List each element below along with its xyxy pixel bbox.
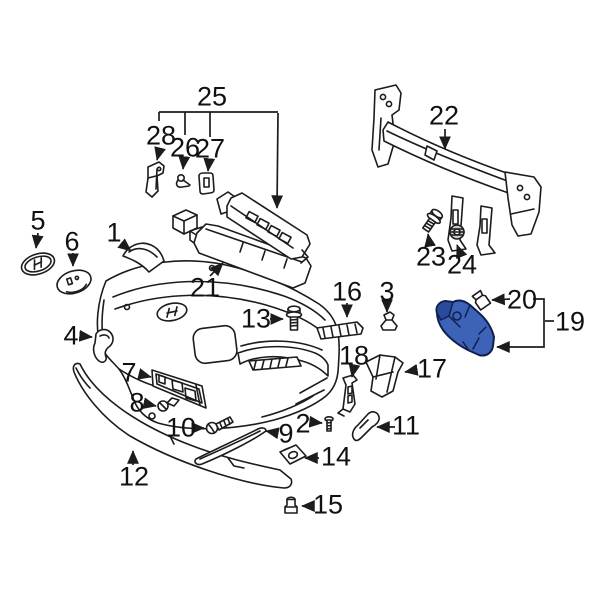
leader-27 bbox=[203, 157, 216, 172]
leader-25-bracket bbox=[158, 111, 278, 137]
callout-11[interactable]: 11 bbox=[391, 410, 421, 441]
part-clip-20[interactable] bbox=[471, 289, 492, 311]
callout-10[interactable]: 10 bbox=[165, 412, 197, 443]
callout-16[interactable]: 16 bbox=[331, 276, 363, 307]
part-air-guide-strip[interactable] bbox=[316, 321, 364, 340]
part-tow-hook-cover[interactable] bbox=[92, 328, 114, 364]
part-screw-2[interactable] bbox=[324, 415, 334, 432]
part-energy-absorber[interactable] bbox=[172, 209, 312, 289]
part-side-bracket-19-highlighted[interactable] bbox=[435, 299, 495, 357]
callout-14[interactable]: 14 bbox=[320, 441, 352, 472]
leader-17 bbox=[404, 364, 419, 376]
callout-15[interactable]: 15 bbox=[312, 489, 344, 520]
callout-24[interactable]: 24 bbox=[446, 249, 478, 280]
callout-1[interactable]: 1 bbox=[106, 217, 122, 248]
part-clip-nut-14[interactable] bbox=[279, 444, 307, 465]
callout-9[interactable]: 9 bbox=[278, 418, 294, 449]
callout-12[interactable]: 12 bbox=[118, 461, 150, 492]
callout-2[interactable]: 2 bbox=[295, 408, 311, 439]
part-bracket-18[interactable] bbox=[337, 374, 358, 417]
leader-8 bbox=[142, 397, 157, 410]
part-push-pin[interactable] bbox=[157, 397, 180, 412]
headlight bbox=[237, 345, 329, 377]
hyundai-emblem-on-cover bbox=[156, 302, 188, 322]
callout-21[interactable]: 21 bbox=[189, 272, 221, 303]
leader-26 bbox=[178, 155, 191, 170]
part-bracket-17[interactable] bbox=[365, 354, 404, 398]
callout-22[interactable]: 22 bbox=[428, 100, 460, 131]
part-license-plate-bracket[interactable] bbox=[151, 369, 207, 409]
leader-4 bbox=[78, 329, 93, 342]
leader-2 bbox=[308, 415, 323, 428]
part-screw-26[interactable] bbox=[175, 174, 191, 188]
part-clip-27[interactable] bbox=[198, 172, 215, 195]
leader-19 bbox=[496, 298, 545, 353]
part-bolt-23[interactable] bbox=[420, 207, 445, 234]
callout-26[interactable]: 26 bbox=[169, 132, 201, 163]
leader-20 bbox=[491, 293, 511, 306]
leader-lines bbox=[31, 111, 554, 512]
callout-20[interactable]: 20 bbox=[506, 284, 538, 315]
leader-24 bbox=[456, 244, 468, 260]
leader-7 bbox=[137, 368, 152, 380]
callout-18[interactable]: 18 bbox=[338, 340, 370, 371]
callout-19[interactable]: 19 bbox=[554, 306, 586, 337]
charge-door bbox=[192, 324, 238, 365]
callout-13[interactable]: 13 bbox=[240, 303, 272, 334]
part-lower-lip-spoiler[interactable] bbox=[72, 362, 293, 489]
leader-18 bbox=[348, 363, 361, 378]
part-emblem[interactable] bbox=[19, 249, 58, 279]
callout-27[interactable]: 27 bbox=[194, 133, 226, 164]
part-reinforcement-beam[interactable] bbox=[371, 84, 542, 256]
leader-5 bbox=[31, 232, 44, 249]
callout-17[interactable]: 17 bbox=[416, 353, 448, 384]
callout-25[interactable]: 25 bbox=[196, 81, 228, 112]
callout-23[interactable]: 23 bbox=[415, 241, 447, 272]
callout-28[interactable]: 28 bbox=[145, 120, 177, 151]
leader-28 bbox=[154, 146, 166, 161]
part-nut-24[interactable] bbox=[449, 224, 465, 240]
callout-5[interactable]: 5 bbox=[30, 205, 46, 236]
part-grommet-15[interactable] bbox=[284, 496, 298, 514]
highlighted-part-facet bbox=[435, 300, 454, 321]
callout-3[interactable]: 3 bbox=[379, 276, 395, 307]
leader-9 bbox=[265, 427, 280, 440]
leader-1 bbox=[117, 238, 132, 252]
part-screw-10[interactable] bbox=[205, 416, 234, 435]
part-bracket-11[interactable] bbox=[351, 411, 380, 442]
part-clip-3[interactable] bbox=[380, 311, 398, 331]
leader-23 bbox=[424, 233, 436, 248]
part-grille-shutter-assembly[interactable] bbox=[216, 191, 311, 264]
callout-4[interactable]: 4 bbox=[63, 320, 79, 351]
leader-21 bbox=[209, 262, 224, 277]
callout-8[interactable]: 8 bbox=[129, 387, 145, 418]
callout-6[interactable]: 6 bbox=[64, 226, 80, 257]
part-bracket-28[interactable] bbox=[145, 161, 165, 198]
part-bolt-13[interactable] bbox=[285, 305, 303, 331]
part-emblem-base[interactable] bbox=[54, 266, 94, 298]
leader-25 bbox=[271, 112, 284, 209]
callout-7[interactable]: 7 bbox=[121, 357, 137, 388]
